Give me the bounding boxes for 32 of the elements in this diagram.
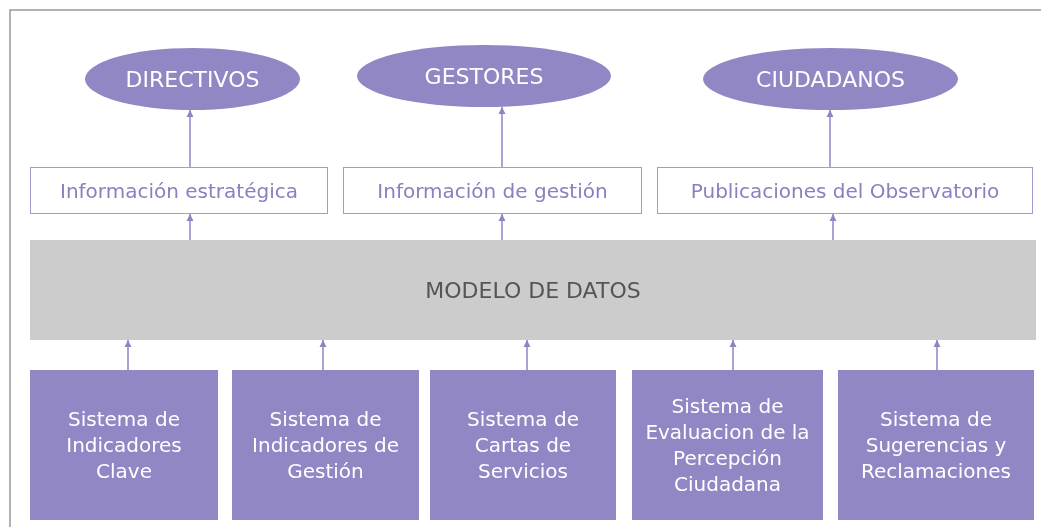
arrow [826, 109, 834, 168]
node-label: Sistema de Indicadores Clave [65, 406, 183, 484]
arrow [124, 339, 132, 371]
node-label: CIUDADANOS [756, 66, 905, 92]
arrow [523, 339, 531, 371]
output-box [30, 167, 328, 214]
node-label: Información estratégica [60, 178, 298, 203]
arrow [498, 213, 506, 241]
arrow [933, 339, 941, 371]
system-box [30, 370, 218, 520]
node-label: GESTORES [424, 63, 544, 89]
system-box [232, 370, 419, 520]
node-label: Información de gestión [377, 178, 608, 203]
arrow [829, 213, 837, 241]
arrow [729, 339, 737, 371]
node-label: Sistema de Cartas de Servicios [466, 406, 580, 484]
arrow [186, 109, 194, 168]
arrow [186, 213, 194, 241]
output-box [343, 167, 642, 214]
system-box [632, 370, 823, 520]
system-box [838, 370, 1034, 520]
node-label: Sistema de Indicadores de Gestión [251, 406, 400, 484]
data-model-band [30, 240, 1036, 340]
arrow [319, 339, 327, 371]
node-label: Publicaciones del Observatorio [690, 178, 1000, 203]
node-label: Sistema de Sugerencias y Reclamaciones [859, 406, 1012, 484]
node-label: DIRECTIVOS [125, 66, 260, 92]
node-label: Sistema de Evaluacion de la Percepción Ciudadana [644, 393, 811, 497]
system-box [430, 370, 616, 520]
arrow [498, 106, 506, 168]
output-box [657, 167, 1033, 214]
node-label: MODELO DE DATOS [425, 277, 641, 303]
